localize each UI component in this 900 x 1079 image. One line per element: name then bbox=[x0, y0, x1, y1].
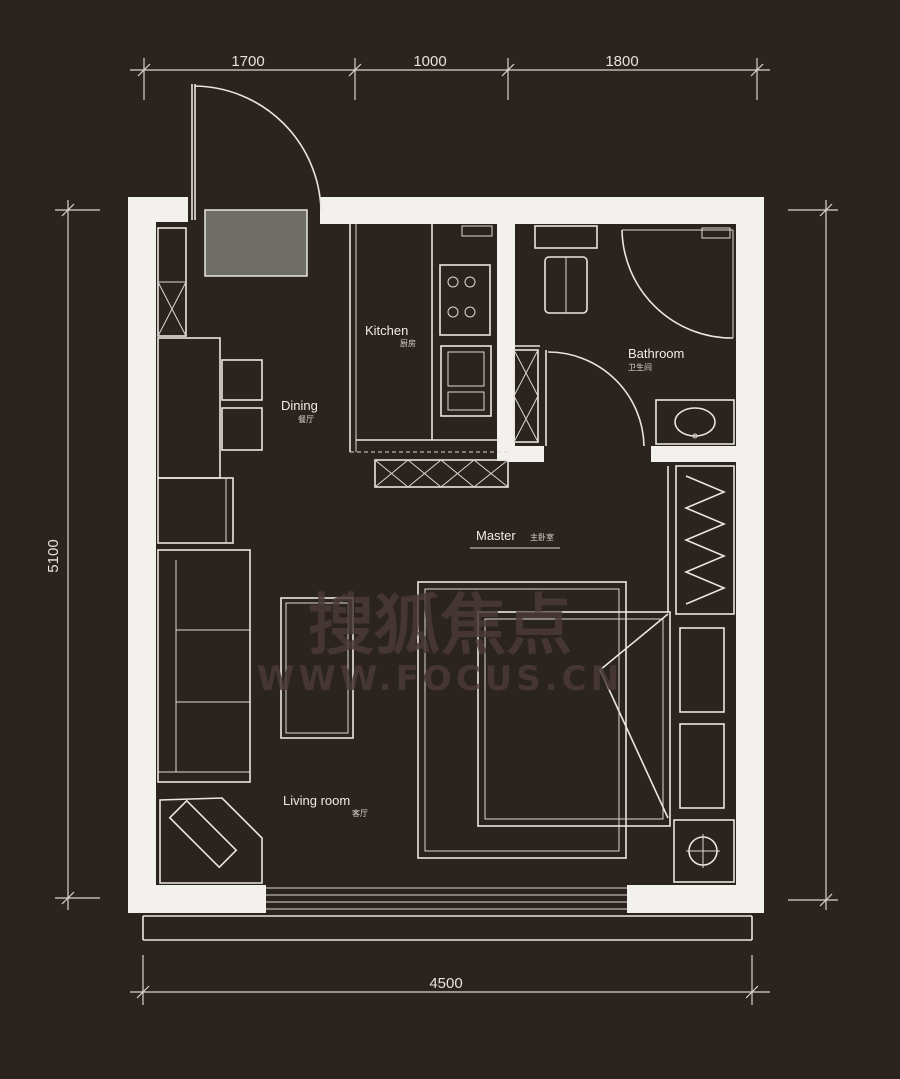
living-area bbox=[157, 549, 354, 884]
kitchen-label-zh: 厨房 bbox=[400, 338, 416, 348]
dining-label: Dining bbox=[281, 398, 318, 413]
kitchen-area bbox=[349, 224, 515, 488]
bathroom-label-zh: 卫生间 bbox=[628, 362, 652, 372]
living-label: Living room bbox=[283, 793, 350, 808]
watermark: 搜狐焦点 WWW.FOCUS.CN bbox=[257, 587, 623, 699]
entry-mat bbox=[204, 209, 308, 277]
exterior-walls bbox=[128, 197, 764, 913]
bathroom-area bbox=[508, 225, 741, 462]
master-label-zh: 主卧室 bbox=[530, 532, 554, 542]
top-dim-2: 1000 bbox=[413, 53, 446, 70]
left-dim: 5100 bbox=[45, 539, 62, 572]
kitchen-label: Kitchen bbox=[365, 323, 408, 338]
top-dim-1: 1700 bbox=[231, 53, 264, 70]
top-dim-3: 1800 bbox=[605, 53, 638, 70]
bottom-dim: 4500 bbox=[429, 975, 462, 992]
master-area bbox=[417, 465, 735, 883]
master-label: Master bbox=[476, 528, 516, 543]
entrance-door bbox=[191, 84, 322, 220]
left-dimension-line bbox=[55, 200, 100, 910]
watermark-text: 搜狐焦点 bbox=[308, 587, 572, 664]
living-label-zh: 客厅 bbox=[352, 808, 368, 818]
watermark-url: WWW.FOCUS.CN bbox=[257, 659, 623, 699]
bathroom-label: Bathroom bbox=[628, 346, 684, 361]
bottom-dimension-line bbox=[130, 955, 770, 1005]
dining-area bbox=[157, 227, 263, 544]
dining-label-zh: 餐厅 bbox=[298, 415, 314, 424]
bottom-window bbox=[142, 887, 753, 941]
right-dimension-line bbox=[788, 200, 838, 910]
top-dimension-line bbox=[130, 58, 770, 100]
